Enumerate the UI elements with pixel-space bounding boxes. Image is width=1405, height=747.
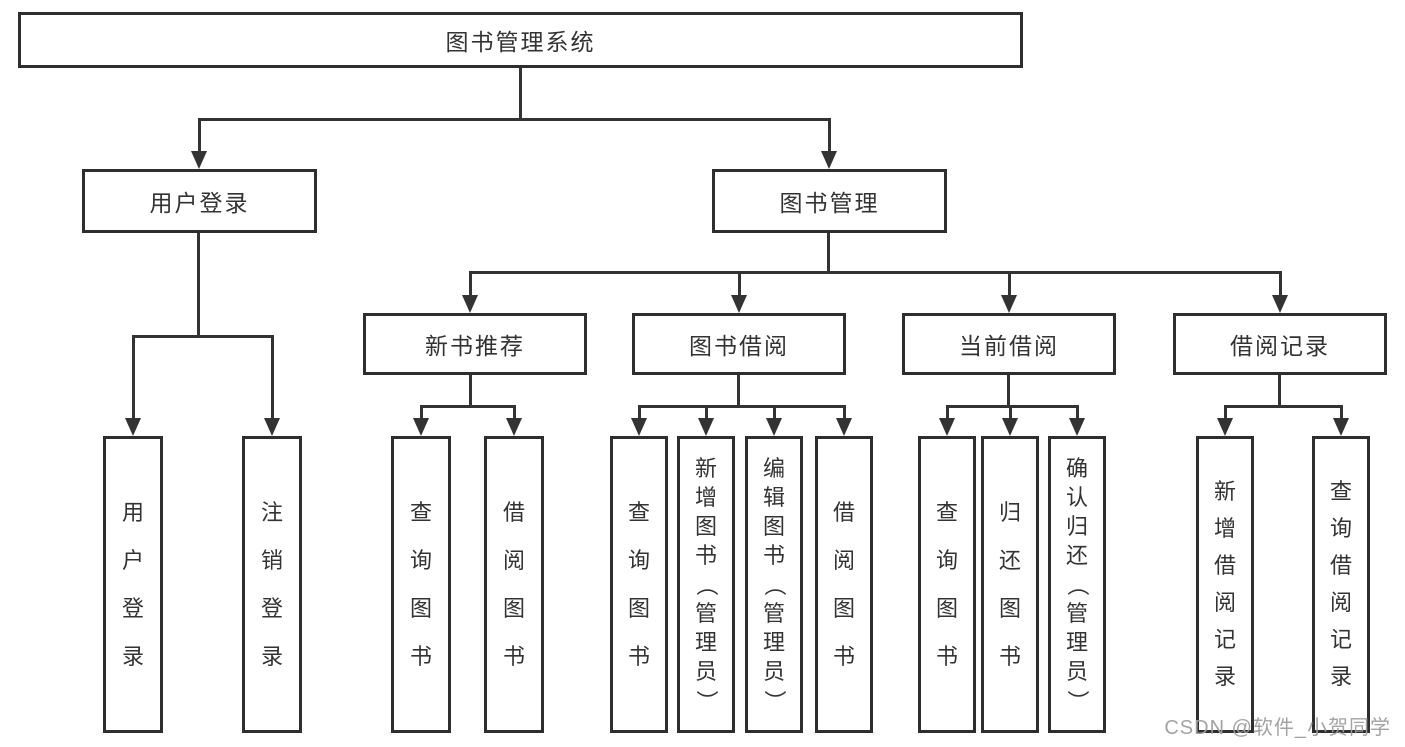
arrow-leaf: [698, 406, 714, 436]
leaf-add-borrow-record: 新增借阅记录: [1196, 436, 1254, 733]
leaf-confirm-return-admin: 确认归还（管理员）: [1048, 436, 1106, 733]
connector-current-borrow-stem: [1007, 375, 1010, 407]
leaf-edit-books-admin: 编辑图书（管理员）: [745, 436, 803, 733]
connector-book-management-bar: [469, 271, 1282, 274]
arrow-to-leaf-user-login: [125, 336, 141, 436]
leaf-borrow-books: 借阅图书: [815, 436, 873, 733]
node-current-borrow: 当前借阅: [902, 313, 1116, 375]
node-label: 当前借阅: [959, 333, 1059, 359]
node-new-book-recommend: 新书推荐: [363, 313, 587, 375]
connector-root-stem: [519, 68, 522, 121]
leaf-query-borrow-record: 查询借阅记录: [1312, 436, 1370, 733]
arrow-to-book-management: [821, 119, 837, 169]
arrow-to-new-book-recommend: [462, 272, 478, 313]
arrow-to-user-login: [191, 119, 207, 169]
connector-book-borrow-stem: [737, 375, 740, 407]
csdn-watermark: CSDN @软件_小贺同学: [1164, 717, 1391, 739]
connector-book-management-stem: [827, 233, 830, 274]
arrow-leaf: [506, 406, 522, 436]
arrow-to-borrow-records: [1272, 272, 1288, 313]
node-label: 图书管理: [779, 190, 880, 216]
node-label: 借阅记录: [1230, 333, 1330, 359]
arrow-leaf: [1002, 406, 1018, 436]
arrow-leaf: [631, 406, 647, 436]
connector-borrow-records-bar: [1224, 405, 1343, 408]
leaf-borrow-books-recommend: 借阅图书: [484, 436, 544, 733]
connector-book-borrow-bar: [638, 405, 846, 408]
node-book-management: 图书管理: [712, 169, 947, 233]
leaf-query-books-current: 查询图书: [918, 436, 976, 733]
connector-borrow-records-stem: [1278, 375, 1281, 407]
connector-new-book-stem: [469, 375, 472, 407]
connector-user-login-stem: [197, 233, 200, 338]
connector-root-bar: [198, 118, 831, 121]
connector-new-book-bar: [420, 405, 516, 408]
leaf-query-books-recommend: 查询图书: [391, 436, 451, 733]
connector-current-borrow-bar: [946, 405, 1079, 408]
node-library-management-system: 图书管理系统: [18, 12, 1023, 68]
node-label: 用户登录: [149, 190, 250, 216]
arrow-to-leaf-logout: [264, 336, 280, 436]
leaf-user-login: 用户登录: [103, 436, 163, 733]
arrow-to-current-borrow: [1001, 272, 1017, 313]
arrow-leaf: [1217, 406, 1233, 436]
arrow-leaf: [413, 406, 429, 436]
node-label: 图书管理系统: [445, 29, 596, 55]
node-label: 图书借阅: [689, 333, 789, 359]
node-user-login: 用户登录: [82, 169, 317, 233]
leaf-logout: 注销登录: [242, 436, 302, 733]
connector-user-login-bar: [132, 335, 274, 338]
arrow-leaf: [1069, 406, 1085, 436]
node-label: 新书推荐: [425, 333, 525, 359]
arrow-to-book-borrow: [731, 272, 747, 313]
leaf-add-books-admin: 新增图书（管理员）: [677, 436, 735, 733]
arrow-leaf: [766, 406, 782, 436]
node-borrow-records: 借阅记录: [1173, 313, 1387, 375]
node-book-borrow: 图书借阅: [632, 313, 846, 375]
arrow-leaf: [836, 406, 852, 436]
leaf-query-books-borrow: 查询图书: [610, 436, 668, 733]
leaf-return-books: 归还图书: [981, 436, 1039, 733]
arrow-leaf: [1333, 406, 1349, 436]
arrow-leaf: [939, 406, 955, 436]
